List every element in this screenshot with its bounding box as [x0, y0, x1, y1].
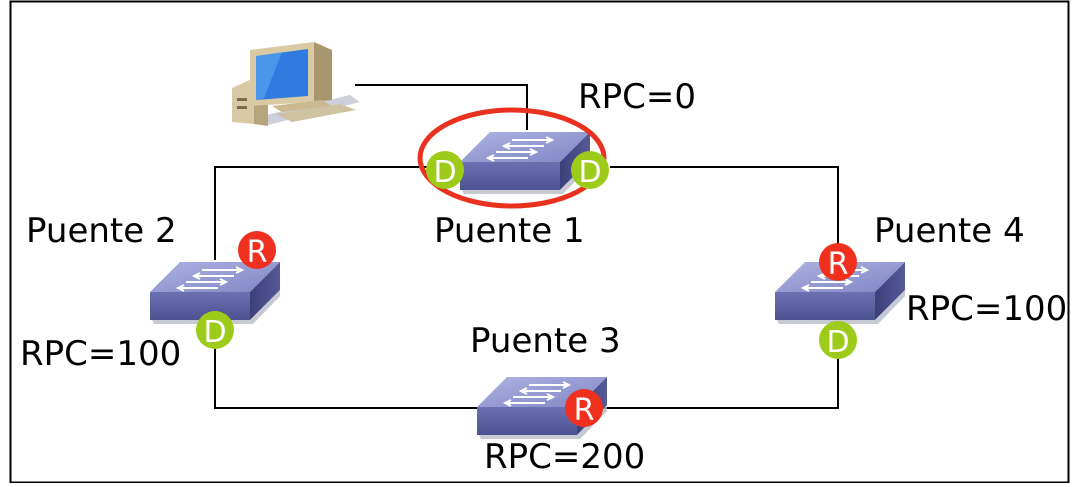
computer-icon	[232, 42, 360, 126]
port-b2-root: R	[238, 231, 276, 270]
link-computer-bridge1	[355, 84, 528, 130]
link-bridge1-bridge2	[214, 166, 435, 260]
bridge4-label: Puente 4	[874, 211, 1025, 251]
port-b4-designated: D	[819, 321, 857, 360]
port-b3-root: R	[565, 389, 603, 428]
bridge2-rpc-label: RPC=100	[20, 334, 182, 374]
port-b4-root: R	[819, 243, 857, 282]
bridge4-rpc-label: RPC=100	[906, 289, 1068, 329]
root-cost-label: RPC=0	[578, 77, 696, 117]
port-b2-designated: D	[196, 311, 234, 350]
link-bridge2-bridge3	[214, 330, 480, 409]
bridge1-label: Puente 1	[434, 211, 585, 251]
links	[214, 84, 839, 409]
bridge3-rpc-label: RPC=200	[484, 437, 646, 477]
port-role-label: D	[826, 325, 849, 360]
port-role-label: D	[433, 155, 456, 190]
port-role-label: R	[828, 247, 849, 282]
link-bridge3-bridge4	[600, 340, 839, 409]
link-bridge1-bridge4	[610, 166, 839, 272]
bridge3-label: Puente 3	[470, 321, 621, 361]
port-role-label: D	[578, 155, 601, 190]
bridge2-label: Puente 2	[26, 211, 177, 251]
port-role-label: R	[247, 235, 268, 270]
port-b1-left-designated: D	[426, 151, 464, 190]
port-role-label: D	[203, 315, 226, 350]
port-b1-right-designated: D	[571, 151, 609, 190]
port-role-label: R	[574, 393, 595, 428]
